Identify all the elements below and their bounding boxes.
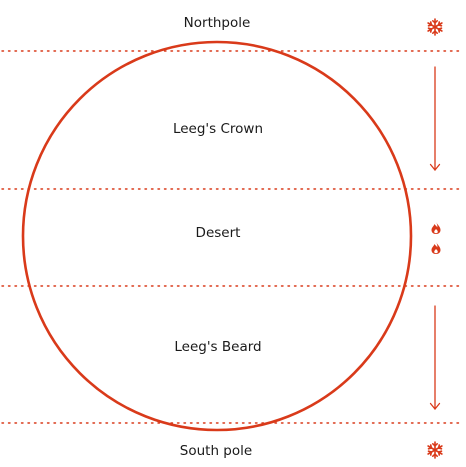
flame-icon — [431, 222, 441, 234]
zone-boundaries — [1, 50, 463, 424]
zone-label-beard: Leeg's Beard — [174, 339, 261, 355]
planet-circle — [21, 40, 413, 432]
arrow-down-icon — [429, 66, 441, 172]
south-pole-label: South pole — [180, 443, 252, 459]
zone-label-crown: Leeg's Crown — [173, 121, 263, 137]
flame-icon — [431, 242, 441, 254]
snowflake-icon — [427, 441, 443, 459]
snowflake-icon — [427, 18, 443, 36]
zone-label-desert: Desert — [196, 225, 241, 241]
arrow-down-icon — [429, 305, 441, 411]
north-pole-label: Northpole — [184, 15, 251, 31]
